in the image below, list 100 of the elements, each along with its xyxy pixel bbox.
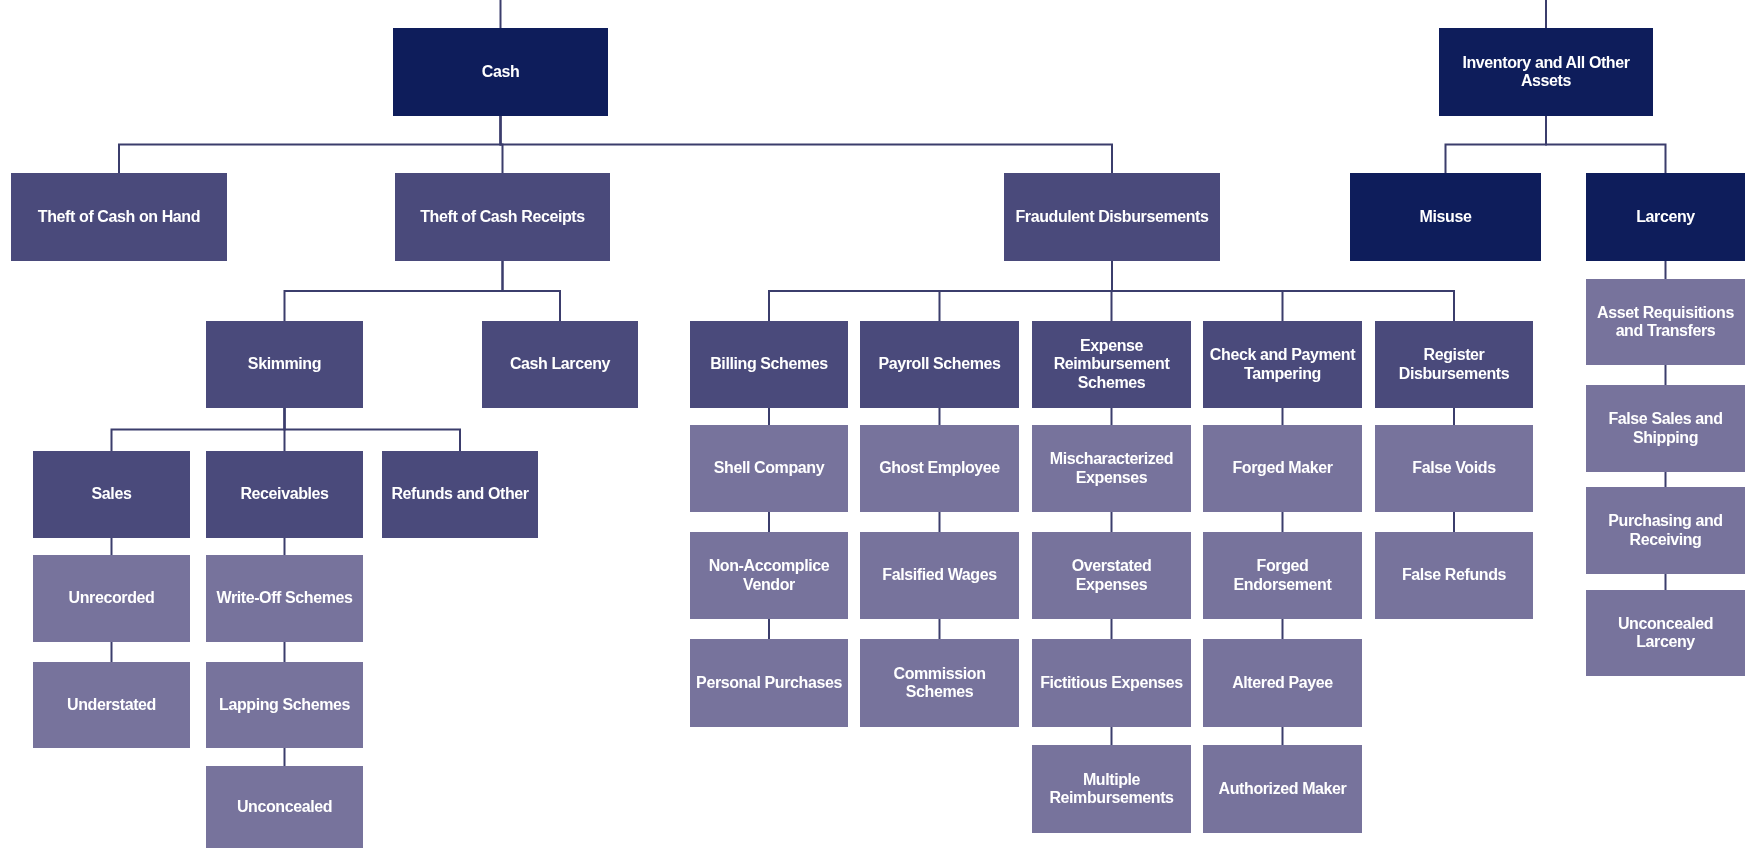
box-label: Asset Requisitions and Transfers xyxy=(1596,303,1735,341)
box-label: Mischaracterized Expenses xyxy=(1048,450,1175,487)
connector-line xyxy=(1545,0,1547,29)
box-label: Shell Company xyxy=(713,459,825,478)
box-label: Falsified Wages xyxy=(882,566,997,585)
box-label: Theft of Cash on Hand xyxy=(37,207,201,227)
connector-line xyxy=(283,747,286,767)
connector-line xyxy=(499,0,502,29)
box-label: Forged Endorsement xyxy=(1232,557,1333,594)
category-box xyxy=(206,766,363,848)
box-label: Commission Schemes xyxy=(892,664,987,702)
category-box xyxy=(860,425,1019,512)
connector-line xyxy=(501,260,561,322)
category-box xyxy=(1586,385,1745,472)
box-label: Authorized Maker xyxy=(1218,779,1347,799)
connector-line xyxy=(1453,407,1455,426)
category-box xyxy=(860,532,1019,619)
category-box xyxy=(1032,321,1191,408)
category-box xyxy=(1032,639,1191,727)
category-box xyxy=(690,532,848,619)
category-box xyxy=(1439,28,1653,116)
connector-line xyxy=(938,407,941,426)
connector-line xyxy=(938,618,941,640)
category-box xyxy=(690,425,848,512)
box-label: Fictitious Expenses xyxy=(1040,673,1183,693)
connector-line xyxy=(283,641,286,663)
connector-line xyxy=(1281,407,1284,426)
box-label: Personal Purchases xyxy=(696,673,842,693)
connector-line xyxy=(1664,471,1667,488)
box-label: Billing Schemes xyxy=(710,355,828,374)
connector-line xyxy=(1110,407,1113,426)
box-label: Check and Payment Tampering xyxy=(1208,346,1357,383)
box-label: False Voids xyxy=(1412,459,1496,478)
category-box xyxy=(482,321,638,408)
category-box xyxy=(1586,279,1745,365)
box-label: Unrecorded xyxy=(68,589,155,608)
category-box xyxy=(690,639,848,727)
box-label: False Refunds xyxy=(1401,566,1507,585)
category-box xyxy=(860,321,1019,408)
category-box xyxy=(206,321,363,408)
box-label: Ghost Employee xyxy=(879,459,1000,478)
connector-line xyxy=(1664,364,1667,386)
connector-line xyxy=(1664,573,1667,591)
box-label: Forged Maker xyxy=(1232,459,1333,478)
connector-line xyxy=(938,511,941,533)
box-label: Altered Payee xyxy=(1232,673,1333,693)
category-box xyxy=(1203,321,1362,408)
box-label: Theft of Cash Receipts xyxy=(420,207,585,227)
connector-line xyxy=(283,407,461,452)
box-label: Register Disbursements xyxy=(1397,346,1511,383)
connector-line xyxy=(1281,726,1284,746)
category-box xyxy=(1203,639,1362,727)
connector-line xyxy=(1110,511,1113,533)
connector-line xyxy=(1281,511,1284,533)
category-box xyxy=(1203,745,1362,833)
connector-line xyxy=(499,115,1113,174)
connector-line xyxy=(110,641,113,663)
box-label: Non-Accomplice Vendor xyxy=(707,557,831,594)
category-box xyxy=(1586,173,1745,261)
category-box xyxy=(1586,487,1745,574)
box-label: Cash Larceny xyxy=(509,355,611,374)
category-box xyxy=(690,321,848,408)
category-box xyxy=(1375,321,1533,408)
category-box xyxy=(33,662,190,748)
category-box xyxy=(1203,532,1362,619)
category-box xyxy=(206,451,363,538)
box-label: Unconcealed xyxy=(236,797,333,817)
box-label: Misuse xyxy=(1419,207,1472,227)
category-box xyxy=(860,639,1019,727)
category-box xyxy=(33,451,190,538)
box-label: Skimming xyxy=(247,355,322,374)
category-box xyxy=(206,555,363,642)
box-label: Sales xyxy=(91,485,132,504)
category-box xyxy=(1032,425,1191,512)
category-box xyxy=(33,555,190,642)
category-box xyxy=(1004,173,1220,261)
connector-line xyxy=(1110,726,1113,746)
box-label: Lapping Schemes xyxy=(219,695,350,715)
connector-line xyxy=(1110,618,1113,640)
box-label: False Sales and Shipping xyxy=(1607,410,1724,447)
box-label: Refunds and Other xyxy=(391,485,529,504)
category-box xyxy=(1586,590,1745,676)
category-box xyxy=(1350,173,1541,261)
category-box xyxy=(206,662,363,748)
connector-line xyxy=(110,537,113,556)
box-label: Understated xyxy=(67,695,156,715)
box-label: Payroll Schemes xyxy=(878,355,1001,374)
box-label: Expense Reimbursement Schemes xyxy=(1052,336,1171,393)
category-box xyxy=(1032,532,1191,619)
category-box xyxy=(1203,425,1362,512)
box-label: Inventory and All Other Assets xyxy=(1461,53,1631,91)
connector-line xyxy=(768,407,770,426)
category-box xyxy=(1375,425,1533,512)
category-box xyxy=(1375,532,1533,619)
box-label: Cash xyxy=(481,62,520,82)
box-label: Overstated Expenses xyxy=(1070,557,1153,594)
category-box xyxy=(395,173,610,261)
box-label: Fraudulent Disbursements xyxy=(1015,207,1209,227)
connector-line xyxy=(1281,618,1284,640)
category-box xyxy=(382,451,538,538)
